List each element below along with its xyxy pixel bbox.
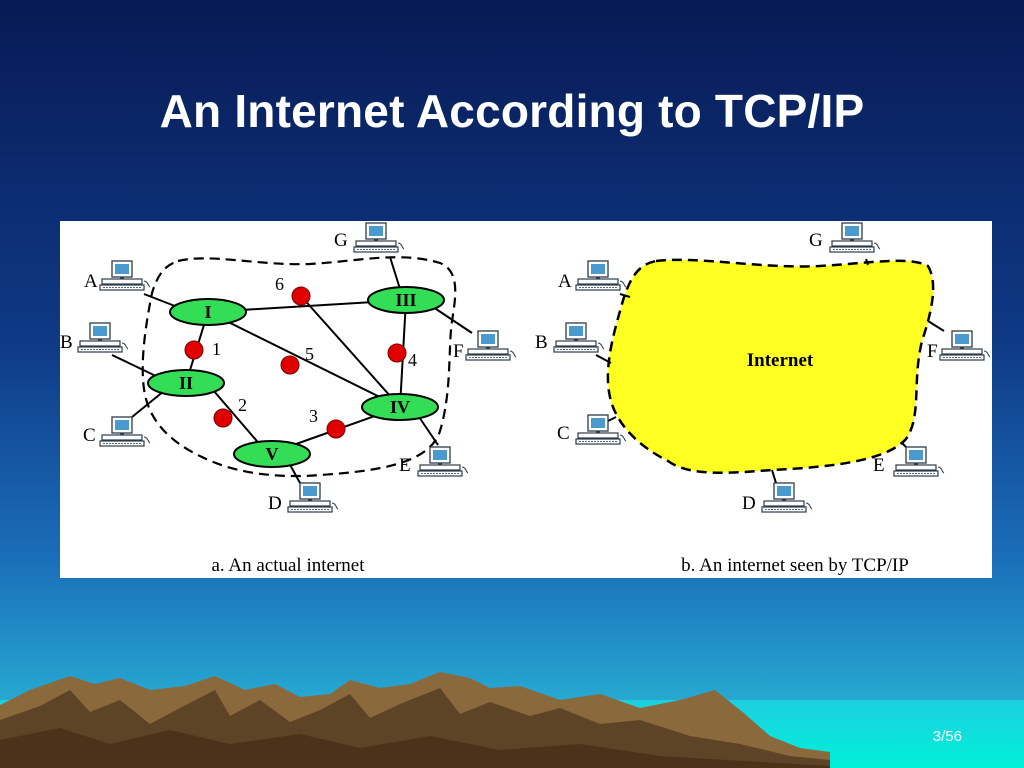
router-label-v: V xyxy=(266,444,279,464)
computer-icon xyxy=(939,330,991,361)
computer-icon xyxy=(761,482,813,513)
host-label-g: G xyxy=(334,230,348,251)
tcpip-internet-diagram: 1 2 3 4 5 6 I II III IV V xyxy=(60,222,991,576)
link-label-3: 3 xyxy=(309,406,318,426)
host-labels-a: A B C D E F G xyxy=(60,230,464,514)
host-label-c: C xyxy=(557,423,570,444)
host-label-c: C xyxy=(83,425,96,446)
computer-icon xyxy=(353,222,405,253)
figure-a: 1 2 3 4 5 6 I II III IV V xyxy=(60,222,517,576)
computer-icon xyxy=(465,330,517,361)
router-label-ii: II xyxy=(179,373,193,393)
host-label-f: F xyxy=(453,341,464,362)
host-labels-b: A B C D E F G xyxy=(535,230,938,514)
host-label-g: G xyxy=(809,230,823,251)
link-label-1: 1 xyxy=(212,339,221,359)
caption-b: b. An internet seen by TCP/IP xyxy=(681,555,909,576)
computer-icon xyxy=(287,482,339,513)
link-labels: 1 2 3 4 5 6 xyxy=(212,274,417,426)
internet-label: Internet xyxy=(747,350,814,371)
link-dots xyxy=(184,286,407,439)
host-label-d: D xyxy=(268,493,282,514)
computer-icon xyxy=(893,446,945,477)
host-label-b: B xyxy=(60,332,73,353)
page-number: 3/56 xyxy=(932,728,962,745)
network-boundary xyxy=(141,256,457,478)
computer-icon xyxy=(417,446,469,477)
mountain-range xyxy=(0,672,830,768)
host-label-a: A xyxy=(84,271,98,292)
computer-icon xyxy=(575,260,627,291)
computer-icon xyxy=(553,322,605,353)
link-label-5: 5 xyxy=(305,344,314,364)
host-label-e: E xyxy=(873,455,885,476)
routers: I II III IV V xyxy=(147,286,445,468)
figure-panel: 1 2 3 4 5 6 I II III IV V xyxy=(60,221,992,578)
link-label-2: 2 xyxy=(238,395,247,415)
caption-a: a. An actual internet xyxy=(212,555,366,576)
slide-title: An Internet According to TCP/IP xyxy=(159,85,865,137)
computer-icon xyxy=(77,322,129,353)
router-label-iii: III xyxy=(395,290,416,310)
figure-b: Internet A B xyxy=(535,222,991,576)
computer-icon xyxy=(575,414,627,445)
host-label-d: D xyxy=(742,493,756,514)
host-label-b: B xyxy=(535,332,548,353)
link-label-6: 6 xyxy=(275,274,284,294)
host-label-f: F xyxy=(927,341,938,362)
host-links-b xyxy=(595,258,945,484)
host-label-e: E xyxy=(399,455,411,476)
link-label-4: 4 xyxy=(408,350,417,370)
internet-cloud xyxy=(606,258,935,474)
computer-icon xyxy=(829,222,881,253)
computer-icon xyxy=(99,416,151,447)
host-label-a: A xyxy=(558,271,572,292)
computer-icon xyxy=(99,260,151,291)
router-label-iv: IV xyxy=(390,397,410,417)
router-label-i: I xyxy=(204,302,211,322)
